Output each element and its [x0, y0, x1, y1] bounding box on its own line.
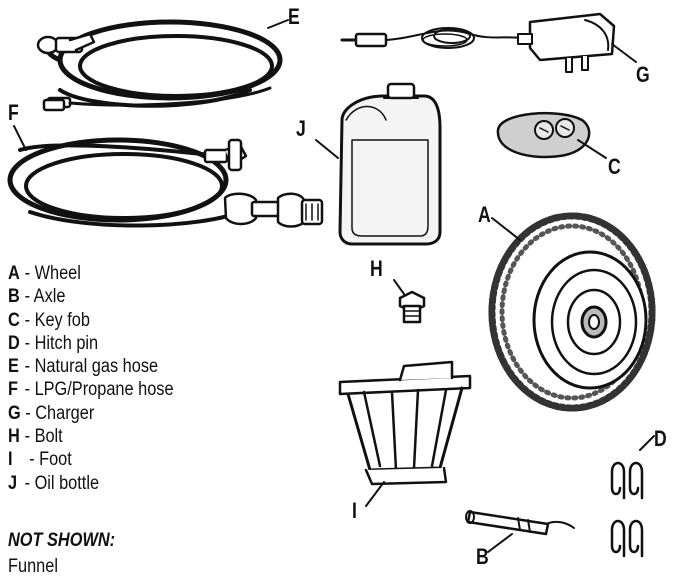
- propane-regulator: [225, 194, 322, 227]
- axle: [466, 511, 574, 534]
- callout-line-e: [268, 20, 288, 28]
- wheel: [490, 214, 654, 410]
- callout-label-e: E: [288, 6, 300, 28]
- callout-label-c: C: [608, 156, 621, 178]
- oil-bottle: [340, 84, 440, 244]
- hose-end-fittings: [205, 140, 246, 170]
- legend-item-bolt: H - Bolt: [8, 425, 174, 448]
- legend-item-natural-gas-hose: E - Natural gas hose: [8, 355, 174, 378]
- foot-bracket: [340, 362, 470, 484]
- bolt: [400, 292, 424, 322]
- callout-line-a: [492, 218, 520, 240]
- key-fob: [498, 113, 589, 157]
- legend-item-wheel: A - Wheel: [8, 262, 174, 285]
- not-shown-heading: NOT SHOWN:: [8, 530, 115, 552]
- legend-item-charger: G - Charger: [8, 402, 174, 425]
- callout-line-c: [578, 140, 606, 158]
- callout-label-a: A: [478, 204, 491, 226]
- callout-label-h: H: [370, 258, 383, 280]
- legend-item-axle: B - Axle: [8, 285, 174, 308]
- callout-label-g: G: [636, 64, 650, 86]
- legend-item-foot: I - Foot: [8, 448, 174, 471]
- natural-gas-hose: [48, 22, 280, 107]
- callout-label-i: I: [352, 500, 357, 522]
- callout-line-g: [612, 44, 636, 62]
- hitch-pins: [612, 463, 642, 556]
- not-shown-item-funnel: Funnel: [8, 556, 58, 578]
- callout-line-j: [316, 140, 338, 158]
- callout-label-b: B: [476, 546, 489, 568]
- callout-line-b: [488, 534, 512, 552]
- hose-connector: [44, 100, 64, 110]
- charger: [342, 14, 614, 72]
- legend-item-lpg-propane-hose: F - LPG/Propane hose: [8, 378, 174, 401]
- callout-label-d: D: [654, 428, 667, 450]
- callout-label-f: F: [8, 102, 19, 124]
- callout-line-h: [394, 280, 404, 294]
- quick-connect-fitting: [38, 34, 94, 53]
- legend-item-oil-bottle: J - Oil bottle: [8, 472, 174, 495]
- legend-item-key-fob: C - Key fob: [8, 309, 174, 332]
- callout-label-j: J: [296, 118, 306, 140]
- parts-legend: A - Wheel B - Axle C - Key fob D - Hitch…: [8, 262, 201, 495]
- callout-line-d: [640, 436, 654, 450]
- callout-line-i: [366, 482, 384, 506]
- callout-line-f: [14, 126, 26, 150]
- legend-item-hitch-pin: D - Hitch pin: [8, 332, 174, 355]
